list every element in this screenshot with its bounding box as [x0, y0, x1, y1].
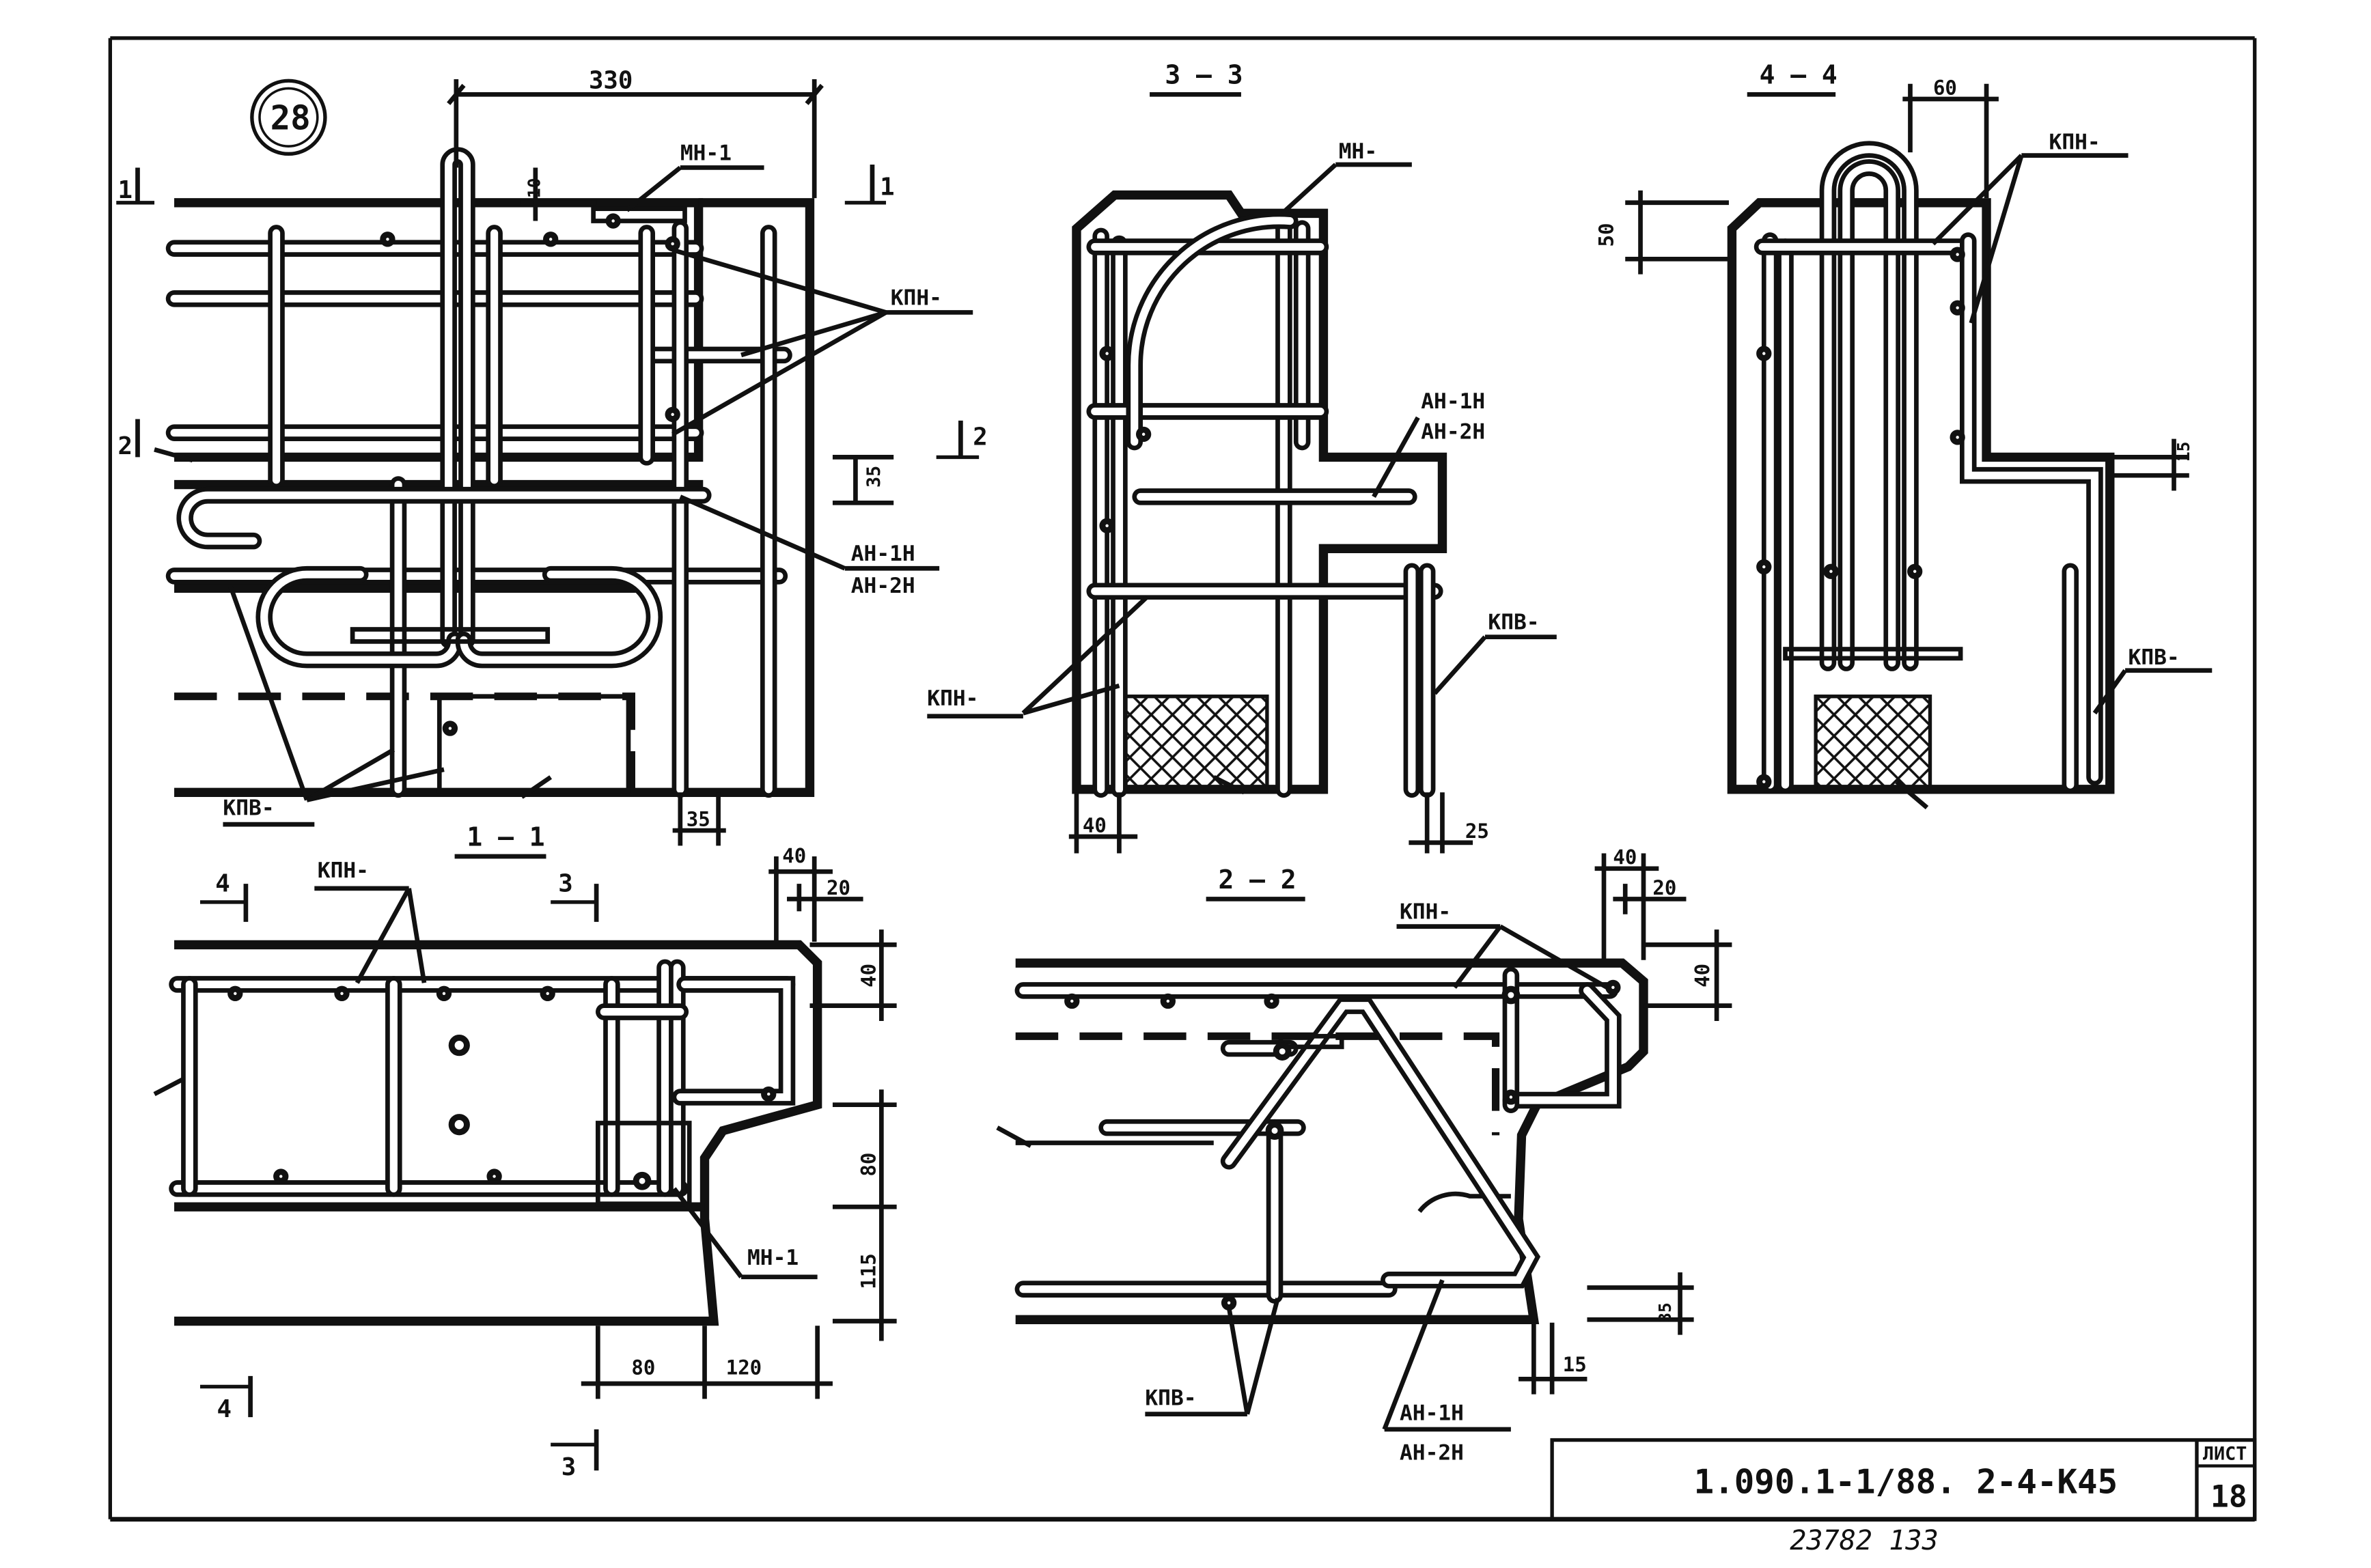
dim-80h-11: 80: [631, 1356, 655, 1380]
label-an1-22: АН-1Н: [1400, 1401, 1464, 1426]
dim-60-44: 60: [1933, 76, 1957, 99]
dim-35-22: 35: [1655, 1302, 1675, 1323]
dim-20-11: 20: [827, 876, 850, 899]
label-mn-33: МН-: [1339, 139, 1377, 164]
label-mn1-elev: МН-1: [680, 141, 732, 165]
section-2-2-title: 2 — 2: [1218, 865, 1296, 895]
dim-35-bottom: 35: [687, 807, 710, 830]
cut-2-right: 2: [973, 423, 988, 451]
elevation-view: 28: [116, 66, 988, 846]
label-an1-33: АН-1Н: [1421, 389, 1485, 414]
dim-40a-22: 40: [1613, 845, 1637, 869]
label-kpv-elev: КПВ-: [223, 796, 274, 821]
cut-4-bottom: 4: [217, 1395, 232, 1423]
detail-number: 28: [271, 98, 311, 138]
section-1-1-title: 1 — 1: [467, 822, 544, 852]
detail-number-circle: [250, 79, 327, 156]
label-an1-elev: АН-1Н: [851, 542, 915, 566]
cut-1-left: 1: [117, 176, 133, 204]
dim-115-11: 115: [857, 1253, 880, 1289]
archive-number: 23782 133: [1790, 1525, 1939, 1556]
dim-40b-11: 40: [857, 964, 880, 988]
cut-3-top: 3: [558, 869, 573, 897]
label-kpv-44: КПВ-: [2129, 645, 2180, 670]
dim-50-44: 50: [1594, 223, 1618, 247]
dim-120-11: 120: [726, 1356, 762, 1380]
label-an2-elev: АН-2Н: [851, 574, 915, 598]
cut-4-top: 4: [215, 869, 230, 897]
label-kpn-33: КПН-: [927, 686, 978, 711]
dim-40b-22: 40: [1691, 964, 1714, 988]
label-kpv-22: КПВ-: [1145, 1386, 1196, 1410]
section-4-4-title: 4 — 4: [1760, 60, 1838, 90]
dim-35-top: 35: [863, 466, 885, 488]
dim-15-22: 15: [1563, 1353, 1587, 1376]
label-kpv-33: КПВ-: [1488, 611, 1539, 635]
title-block: 1.090.1-1/88. 2-4-K45 ЛИСТ 18 23782 133: [1550, 1438, 2257, 1556]
label-mn1-11: МН-1: [747, 1246, 799, 1270]
dim-40-33: 40: [1083, 813, 1107, 837]
section-3-3: 3 — 3 МН- АН-1Н АН-2Н: [927, 60, 1557, 854]
sheet-number: 18: [2210, 1479, 2247, 1515]
section-4-4: 4 — 4 60 50: [1594, 60, 2213, 810]
label-an2-22: АН-2Н: [1400, 1441, 1464, 1466]
dim-330: 330: [589, 66, 633, 94]
section-2-2: 2 — 2 КПН-: [996, 845, 1732, 1466]
label-an2-33: АН-2Н: [1421, 420, 1485, 445]
drawing-designation: 1.090.1-1/88. 2-4-K45: [1694, 1462, 2118, 1502]
cut-2-left: 2: [117, 432, 133, 460]
label-kpn-44: КПН-: [2049, 130, 2100, 155]
cut-1-right: 1: [880, 173, 895, 201]
dim-20-22: 20: [1652, 876, 1676, 899]
section-1-1: 1 — 1 КПН-: [153, 822, 897, 1481]
section-3-3-title: 3 — 3: [1165, 60, 1243, 90]
label-kpn-22: КПН-: [1400, 899, 1451, 924]
dim-15-44: 15: [2174, 442, 2193, 462]
label-kpn-11: КПН-: [318, 858, 369, 883]
dim-40a-11: 40: [782, 844, 806, 867]
label-kpn-elev: КПН-: [891, 285, 942, 310]
sheet-label: ЛИСТ: [2203, 1444, 2247, 1465]
dim-25-33: 25: [1465, 820, 1489, 843]
dim-80v-11: 80: [857, 1153, 880, 1177]
cut-3-bottom: 3: [561, 1453, 577, 1481]
